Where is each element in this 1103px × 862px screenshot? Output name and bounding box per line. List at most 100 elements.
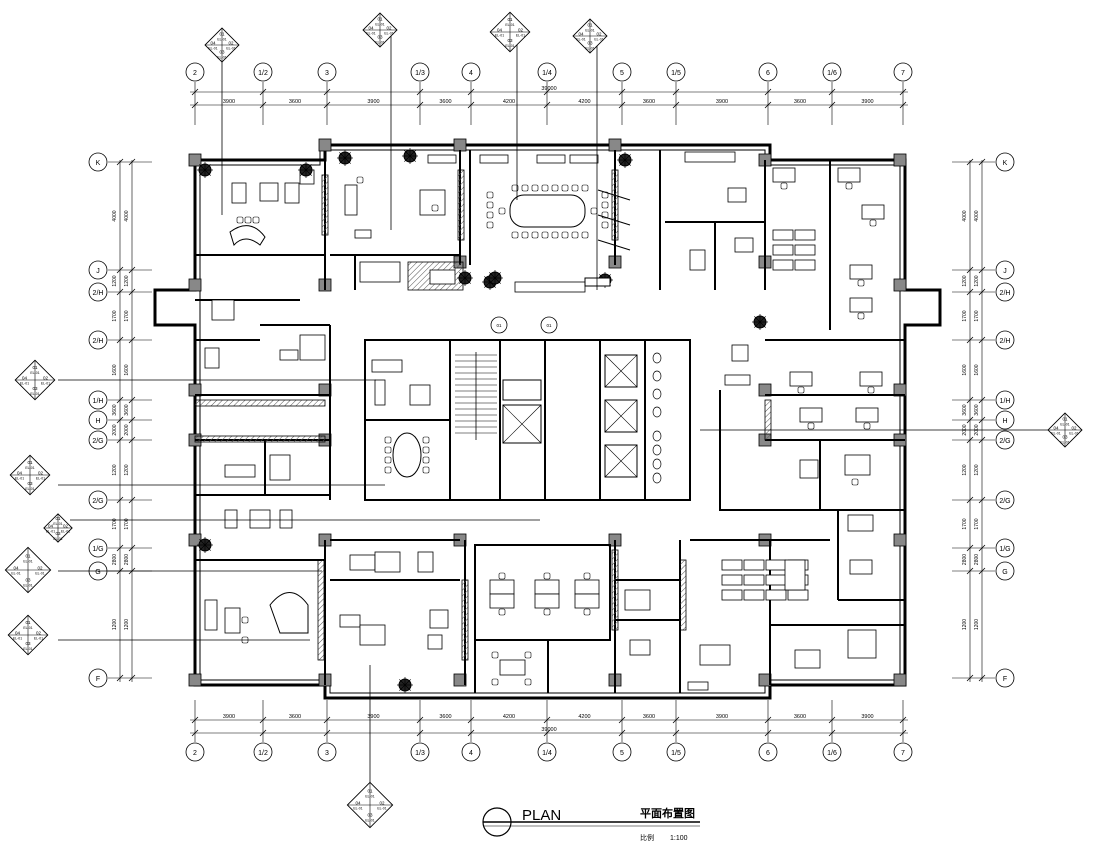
plant xyxy=(397,677,413,693)
elevation-sheet: EL-01 xyxy=(1060,423,1069,427)
chair xyxy=(571,184,579,192)
elevator xyxy=(604,444,638,478)
axis-bubble xyxy=(612,62,632,82)
desk xyxy=(429,269,456,285)
elevation-sheet: EL-01 xyxy=(53,537,62,541)
elevation-number: 04 xyxy=(15,631,21,636)
desk xyxy=(743,559,765,571)
elevation-number: 04 xyxy=(355,801,361,806)
axis-label-row: 2/H xyxy=(1000,338,1011,345)
elevation-number: 02 xyxy=(386,26,392,31)
scale-label: 比例 xyxy=(640,833,654,842)
dimension-text: 2800 xyxy=(962,554,968,565)
axis-bubble xyxy=(88,330,108,350)
axis-label-col: 2 xyxy=(193,70,197,77)
dimension-text: 1200 xyxy=(112,619,118,630)
elevation-number: 03 xyxy=(1062,435,1068,440)
chair xyxy=(384,446,392,454)
plant xyxy=(457,270,473,286)
axis-bubble xyxy=(537,742,557,762)
glass-partition xyxy=(597,214,631,226)
axis-label-row: H xyxy=(95,418,100,425)
desk xyxy=(499,659,526,676)
axis-bubble xyxy=(185,62,205,82)
chair xyxy=(384,436,392,444)
axis-label-col: 1/2 xyxy=(258,750,268,757)
chair xyxy=(431,204,439,212)
axis-label-row: F xyxy=(1003,676,1007,683)
elevation-sheet: EL-01 xyxy=(23,560,32,564)
dimension-text: 1700 xyxy=(962,518,968,529)
elevation-sheet: EL-01 xyxy=(377,807,386,811)
dimension-text: 2000 xyxy=(124,424,130,435)
chair xyxy=(491,651,499,659)
scale-value: 1:100 xyxy=(670,835,688,842)
dimension-text: 1700 xyxy=(962,310,968,321)
elevation-number: 03 xyxy=(377,35,383,40)
chair xyxy=(498,572,506,580)
elevation-number: 01 xyxy=(507,17,513,22)
desk xyxy=(794,259,816,271)
conference-table xyxy=(509,194,586,228)
elevation-number: 01 xyxy=(25,620,31,625)
chair xyxy=(867,386,875,394)
axis-label-row: 2/H xyxy=(93,290,104,297)
chair xyxy=(590,207,598,215)
elevation-number: 03 xyxy=(367,813,373,818)
axis-bubble xyxy=(995,538,1015,558)
elevation-sheet: EL-01 xyxy=(585,29,594,33)
dimension-text: 3600 xyxy=(289,99,301,105)
axis-bubble xyxy=(253,742,273,762)
elevation-sheet: EL-01 xyxy=(365,819,374,823)
elevation-sheet: EL-01 xyxy=(23,626,32,630)
chair xyxy=(422,446,430,454)
chair xyxy=(524,678,532,686)
desk xyxy=(359,624,386,646)
axis-label-row: 2/H xyxy=(93,338,104,345)
desk xyxy=(299,334,326,361)
axis-bubble xyxy=(995,430,1015,450)
elevation-sheet: EL-01 xyxy=(23,647,32,651)
elevation-sheet: EL-01 xyxy=(585,47,594,51)
partition-hatching xyxy=(194,169,772,661)
elevation-number: 04 xyxy=(13,566,19,571)
axis-label-col: 6 xyxy=(766,70,770,77)
elevation-sheet: EL-01 xyxy=(505,44,514,48)
plant xyxy=(402,148,418,164)
elevation-tags: 01EL-0102EL-0103EL-0104EL-0101EL-0102EL-… xyxy=(4,11,1083,829)
column xyxy=(318,138,332,152)
dimension-text: 1200 xyxy=(974,275,980,286)
chair xyxy=(541,231,549,239)
chair xyxy=(252,216,260,224)
dimension-text: 3900 xyxy=(367,99,379,105)
desk xyxy=(211,299,235,321)
desk xyxy=(799,407,823,423)
executive-desk xyxy=(229,225,266,246)
dimension-total: 39000 xyxy=(541,727,556,733)
chair xyxy=(486,201,494,209)
toilet-fixture xyxy=(652,458,662,470)
column xyxy=(893,278,907,292)
elevation-sheet: EL-01 xyxy=(375,23,384,27)
desk xyxy=(689,249,706,271)
column xyxy=(188,153,202,167)
reception-counter xyxy=(584,277,611,287)
axis-label-col: 7 xyxy=(901,750,905,757)
elevation-sheet: EL-01 xyxy=(516,34,525,38)
axis-bubble xyxy=(995,561,1015,581)
axis-bubble xyxy=(253,62,273,82)
desk xyxy=(359,261,401,283)
elevation-number: 02 xyxy=(228,41,234,46)
axis-bubble xyxy=(995,390,1015,410)
chair xyxy=(524,651,532,659)
axis-label-col: 1/5 xyxy=(671,70,681,77)
plant xyxy=(752,314,768,330)
elevation-sheet: EL-01 xyxy=(366,32,375,36)
axis-label-row: 2/G xyxy=(999,498,1010,505)
desk xyxy=(772,229,794,241)
desk xyxy=(574,579,600,595)
axis-label-col: 2 xyxy=(193,750,197,757)
dimension-text: 3600 xyxy=(962,404,968,415)
axis-bubble xyxy=(461,742,481,762)
